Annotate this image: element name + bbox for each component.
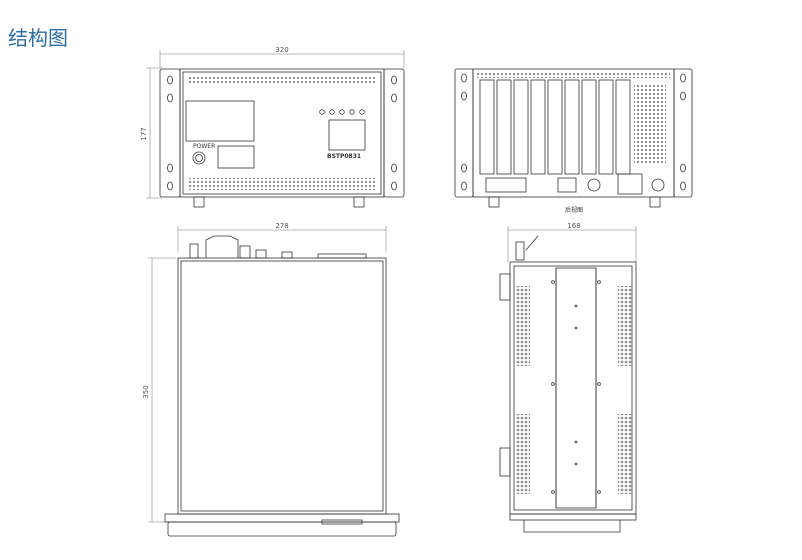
- top-depth-dimension: 350: [142, 385, 150, 398]
- front-height-dimension: 177: [140, 127, 148, 140]
- rear-view-caption: 后视图: [565, 206, 583, 214]
- front-width-dimension: 320: [275, 46, 288, 54]
- page-title: 结构图: [8, 26, 68, 50]
- top-view: [148, 226, 400, 537]
- side-view: [499, 226, 637, 533]
- power-label: POWER: [193, 143, 215, 150]
- rear-view: [454, 68, 693, 208]
- side-width-dimension: 168: [567, 222, 580, 230]
- front-view: [146, 50, 405, 208]
- top-width-dimension: 278: [275, 222, 288, 230]
- model-label: BSTP0831: [327, 153, 361, 160]
